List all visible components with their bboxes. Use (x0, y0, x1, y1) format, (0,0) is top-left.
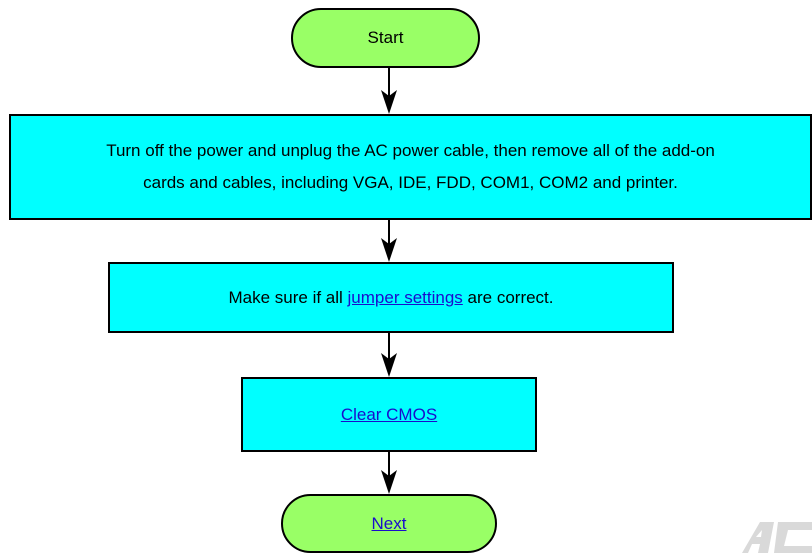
arrowhead-2 (381, 238, 397, 262)
step-jumper-box: Make sure if all jumper settings are cor… (108, 262, 674, 333)
jumper-settings-link[interactable]: jumper settings (347, 287, 463, 307)
clear-cmos-link[interactable]: Clear CMOS (340, 404, 438, 424)
step-jumper-suffix: are correct. (462, 287, 554, 307)
step-power-off-box: Turn off the power and unplug the AC pow… (9, 114, 812, 220)
step-jumper-prefix: Make sure if all (228, 287, 348, 307)
aopen-watermark-logo (734, 522, 812, 553)
step-clear-cmos-box: Clear CMOS (241, 377, 537, 452)
start-label: Start (367, 28, 404, 47)
step-power-off-line2: cards and cables, including VGA, IDE, FD… (143, 173, 678, 192)
arrowhead-1 (381, 90, 397, 114)
start-terminal: Start (291, 8, 480, 68)
next-terminal: Next (281, 494, 497, 553)
next-link[interactable]: Next (371, 513, 407, 533)
arrowhead-4 (381, 470, 397, 494)
step-jumper-text: Make sure if all jumper settings are cor… (228, 282, 553, 314)
step-power-off-line1: Turn off the power and unplug the AC pow… (106, 141, 715, 160)
arrowhead-3 (381, 353, 397, 377)
